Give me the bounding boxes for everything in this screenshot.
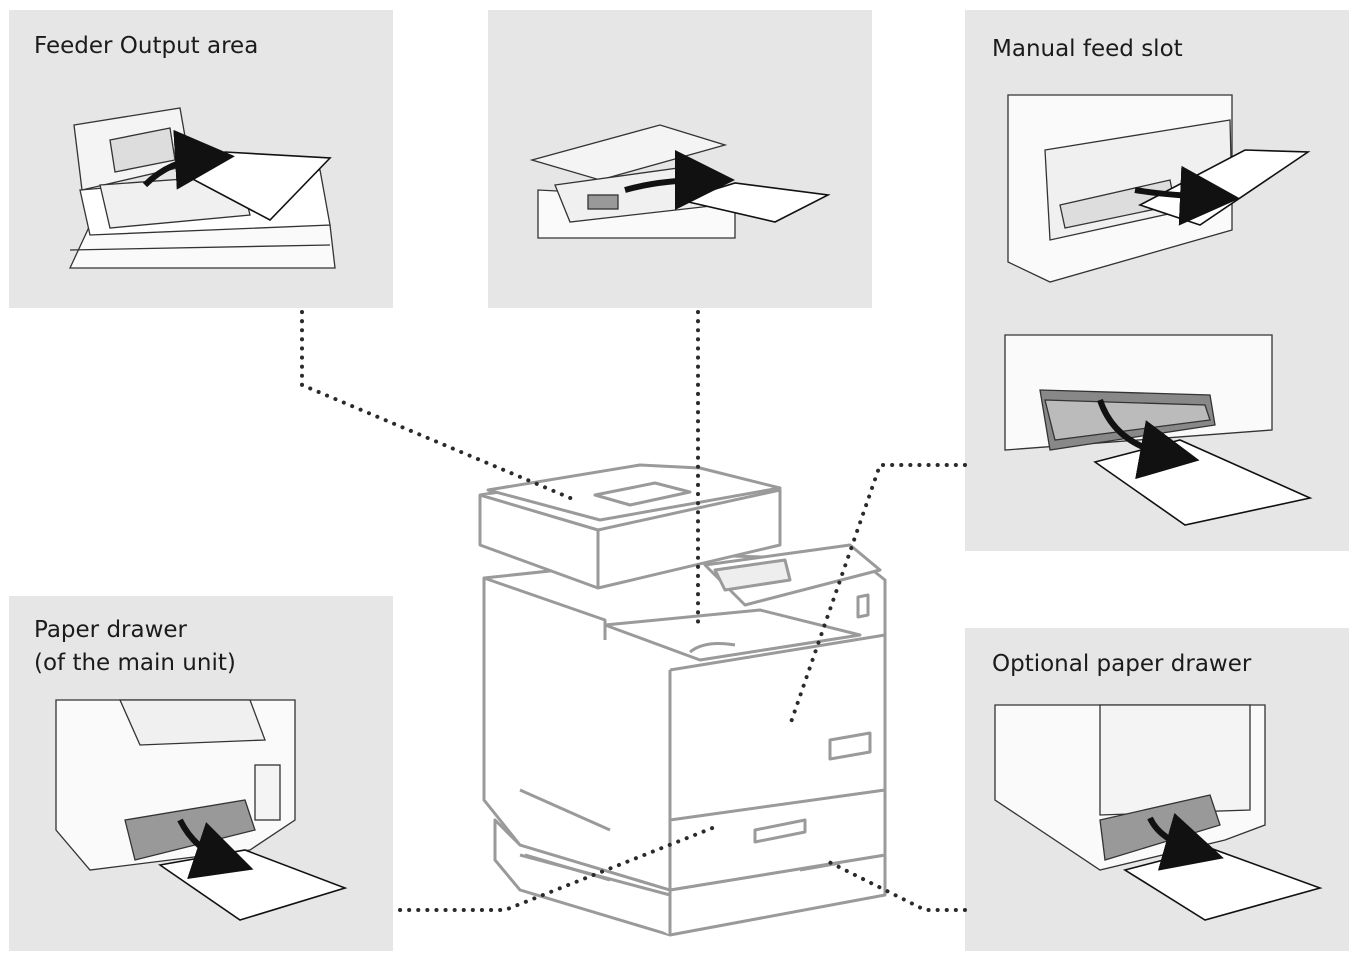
paper-drawer-main-illustration [55, 699, 296, 871]
arrow-icon [177, 818, 254, 879]
paper-sheet-icon [157, 849, 348, 921]
leader-paper-drawer-main [398, 823, 722, 912]
arrow-icon [1147, 812, 1224, 871]
leader-feeder-output [300, 310, 577, 502]
manual-feed-illustration-bottom [1004, 334, 1273, 451]
arrow-icon [142, 129, 235, 190]
label-paper-drawer-line2: (of the main unit) [34, 650, 236, 676]
paper-sheet-icon [1122, 847, 1323, 921]
arrow-icon [624, 150, 735, 211]
paper-sheet-icon [1093, 439, 1313, 526]
arrow-icon [1097, 398, 1200, 480]
optional-drawer-illustration [994, 704, 1266, 871]
label-manual-feed: Manual feed slot [992, 36, 1183, 62]
arrow-icon [1134, 165, 1240, 226]
label-optional-drawer: Optional paper drawer [992, 651, 1252, 677]
printer-illustration [478, 463, 887, 937]
label-feeder-output: Feeder Output area [34, 33, 259, 59]
leader-lines [300, 310, 967, 912]
label-paper-drawer-line1: Paper drawer [34, 617, 188, 643]
leader-manual-feed [788, 463, 967, 727]
